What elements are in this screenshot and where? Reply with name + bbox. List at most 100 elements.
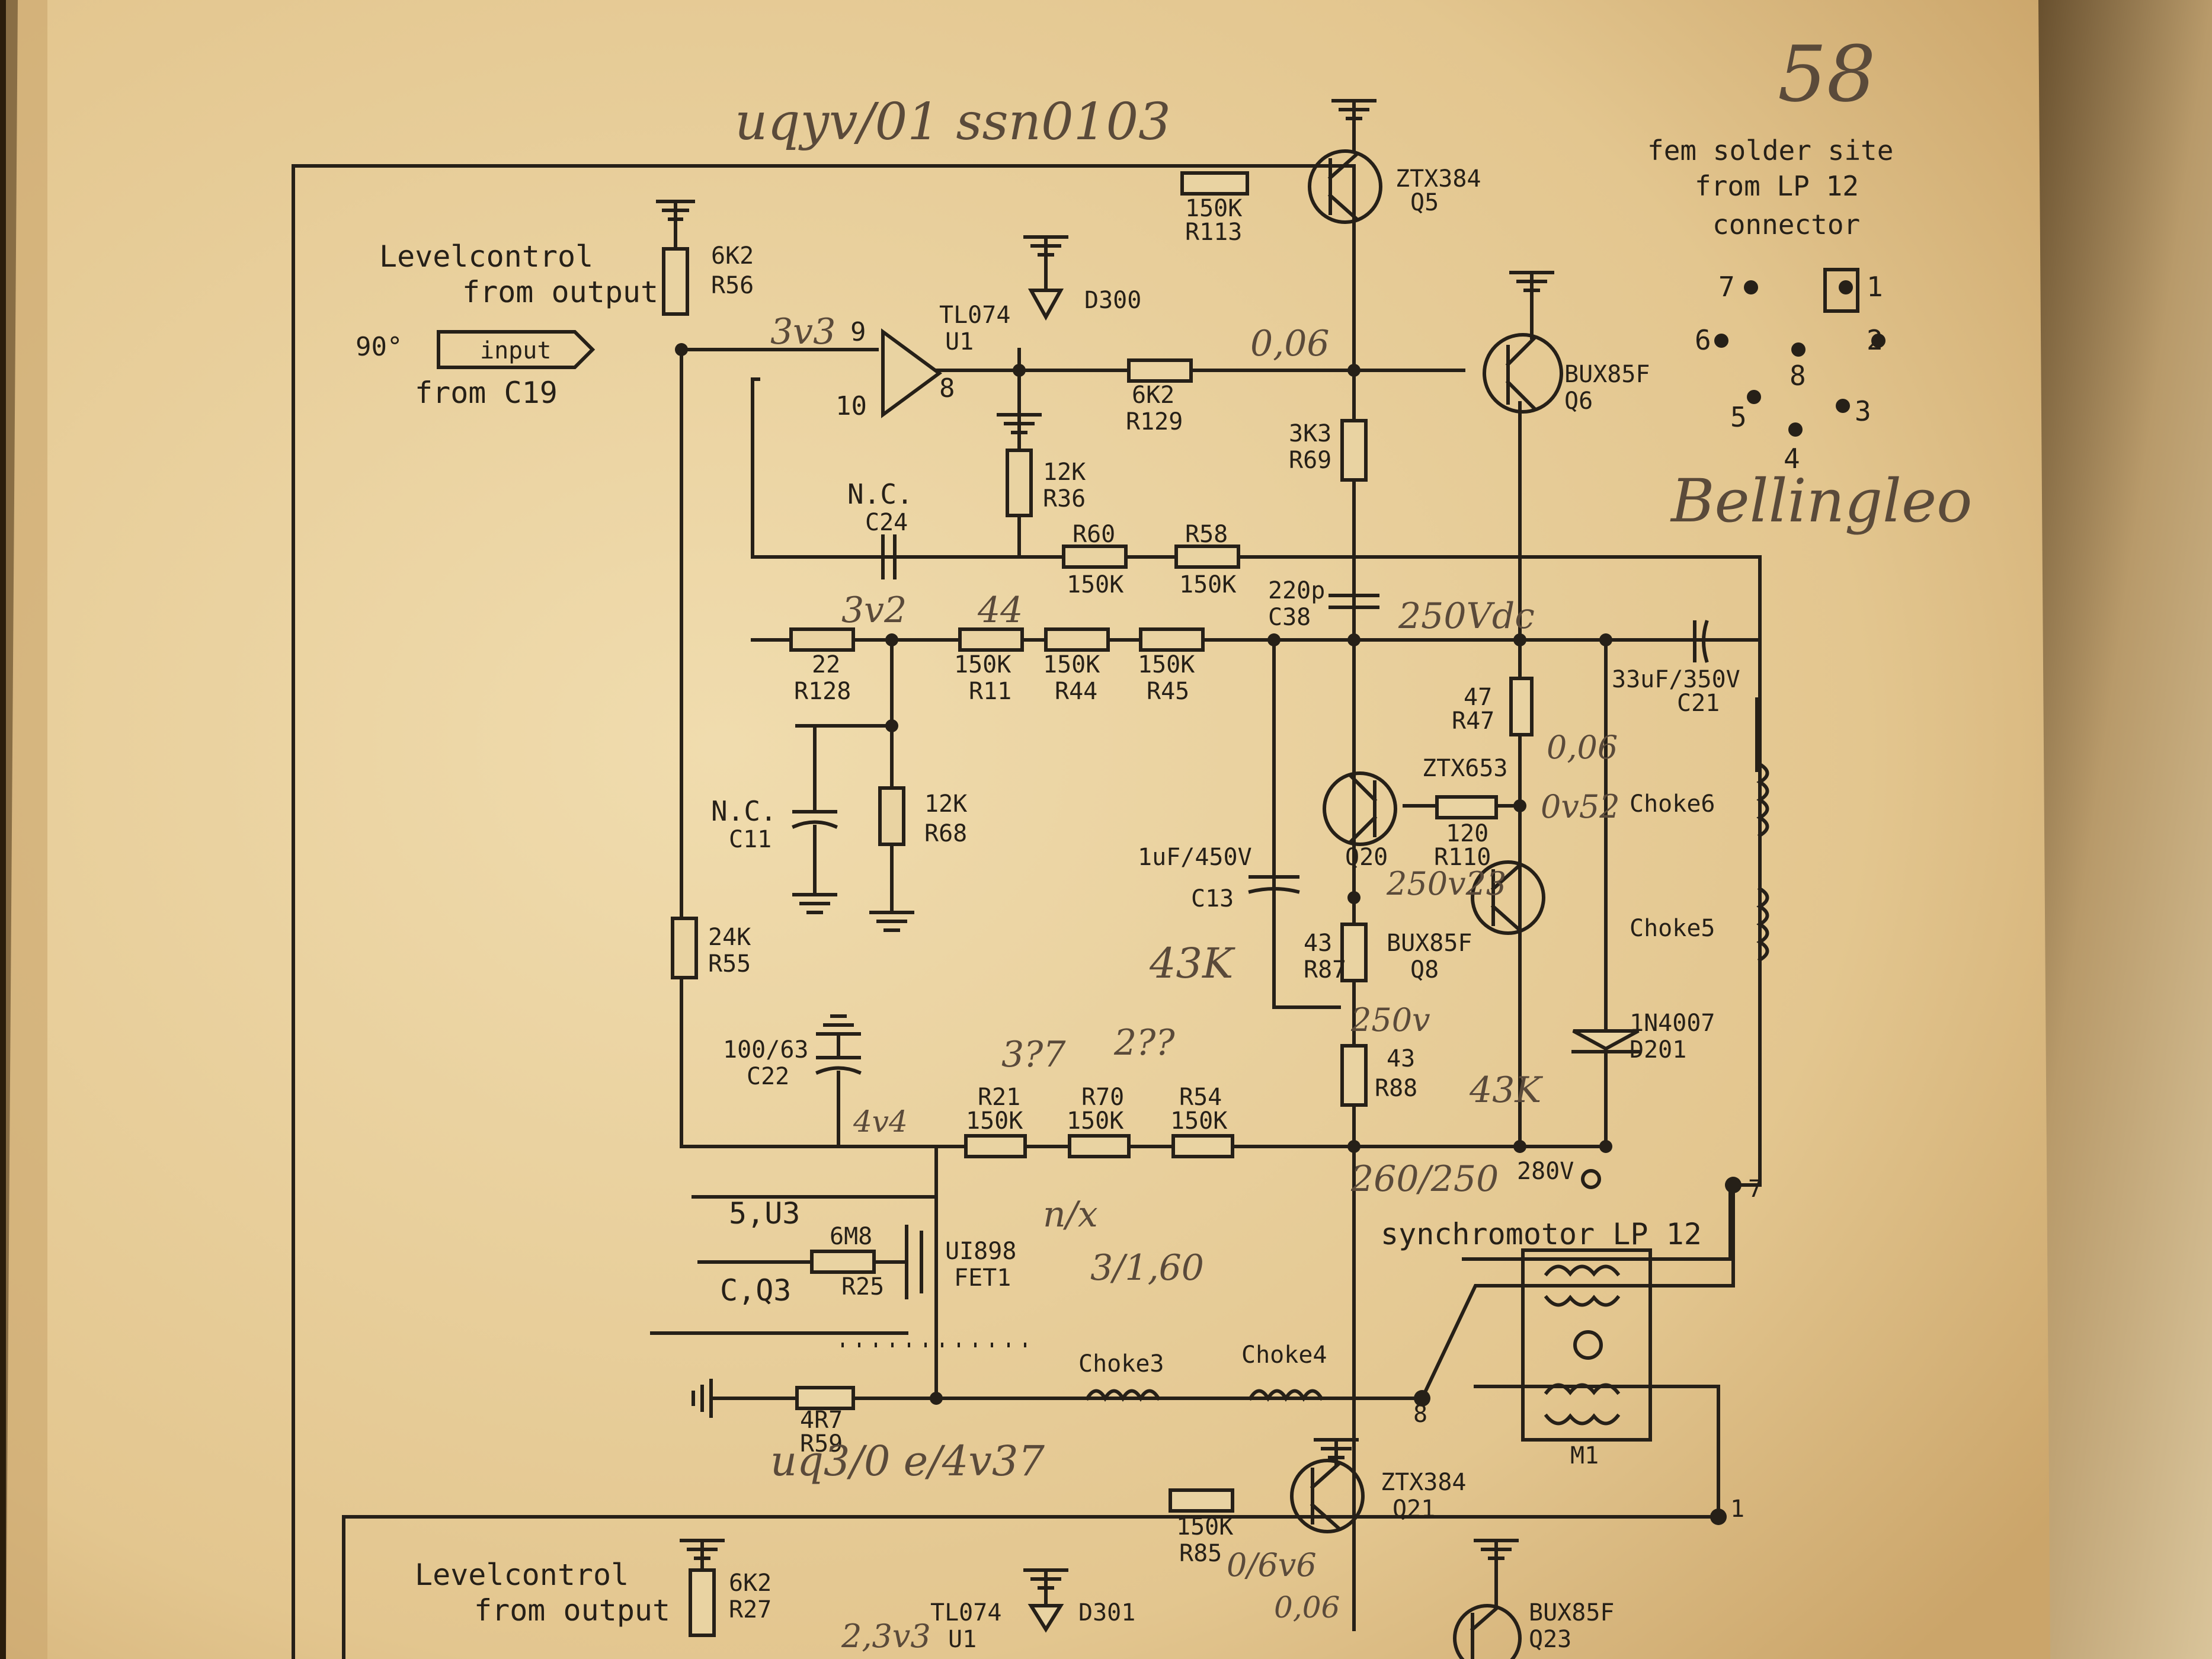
r56-ref: R56 — [711, 272, 754, 299]
resistor-r85 — [1169, 1488, 1234, 1513]
fet-fet1 — [905, 1225, 923, 1299]
resistor-r113 — [1180, 171, 1249, 196]
r44-ref: R44 — [1055, 678, 1097, 705]
paper-edge-shadow — [6, 0, 47, 1659]
note-r47-voltage: 0,06 — [1547, 729, 1618, 766]
r54-ref: R54 — [1179, 1084, 1222, 1111]
connector-title-1: from LP 12 — [1695, 170, 1859, 202]
connector-pin-dot-5 — [1747, 390, 1761, 404]
c11-ref: C11 — [729, 826, 772, 853]
r70-value: 150K — [1067, 1107, 1123, 1135]
r85-ref: R85 — [1179, 1540, 1222, 1567]
c22-ref: C22 — [747, 1063, 789, 1090]
r69-ref: R69 — [1289, 447, 1331, 474]
note-q8-voltage: 250v23 — [1386, 865, 1506, 902]
c38-ref: C38 — [1268, 604, 1311, 631]
connector-pin-dot-3 — [1836, 399, 1850, 413]
terminal-280v[interactable] — [1581, 1169, 1601, 1189]
note-q21-voltage: 0/6v6 — [1227, 1546, 1317, 1584]
resistor-r21 — [964, 1134, 1027, 1158]
connector-pin-dot-4 — [1788, 422, 1803, 437]
r70-ref: R70 — [1081, 1084, 1124, 1111]
d201-type: 1N4007 — [1630, 1010, 1715, 1037]
input-tag-label: input — [480, 337, 551, 364]
capacitor-c13 — [1248, 875, 1300, 894]
note-r128-voltage: 3v2 — [841, 590, 907, 631]
r60-ref: R60 — [1073, 521, 1115, 548]
motor-winding-b — [1544, 1264, 1621, 1307]
r36-value: 12K — [1043, 459, 1086, 486]
r110-ref: R110 — [1434, 844, 1491, 871]
note-r88-voltage: 250v — [1350, 1001, 1430, 1039]
c13-ref: C13 — [1191, 885, 1234, 912]
motor-m1 — [1521, 1248, 1652, 1442]
r56-value: 6K2 — [711, 242, 754, 270]
r47-value: 47 — [1464, 684, 1492, 711]
resistor-r11 — [958, 627, 1024, 652]
c24-value: N.C. — [847, 478, 913, 510]
note-r87-resistance: 43K — [1149, 939, 1235, 988]
transistor-q20 — [1323, 771, 1397, 846]
inductor-choke3 — [1084, 1389, 1161, 1402]
c22-value: 100/63 — [723, 1036, 809, 1064]
resistor-r36 — [1006, 449, 1033, 517]
connector-pin-dot-7 — [1744, 280, 1758, 294]
resistor-r55 — [671, 917, 698, 979]
d300-ref: D300 — [1084, 287, 1141, 314]
resistor-r27 — [689, 1568, 716, 1637]
r87-ref: R87 — [1304, 956, 1346, 984]
note-r54-voltage: 2?? — [1113, 1022, 1175, 1064]
note-fet-voltage: 3/1,60 — [1090, 1247, 1204, 1289]
phase-label: 90° — [356, 332, 402, 362]
note-c22-voltage: 4v4 — [853, 1104, 908, 1139]
from-output-label: from output — [462, 275, 658, 309]
resistor-r68 — [878, 786, 905, 846]
q21-type: ZTX384 — [1381, 1469, 1467, 1496]
note-r11-voltage: 44 — [977, 590, 1023, 631]
opamp-u1 — [881, 328, 943, 418]
paper-sheet — [6, 0, 2050, 1659]
r129-ref: R129 — [1126, 408, 1183, 435]
resistor-r45 — [1139, 627, 1205, 652]
r25-ref: R25 — [841, 1273, 884, 1301]
capacitor-c24 — [881, 534, 897, 579]
resistor-r129 — [1127, 358, 1193, 383]
brand-note: Bellingleo — [1670, 466, 1972, 536]
inductor-choke5 — [1756, 886, 1769, 963]
connector-pinout: 1 7 2 6 8 3 5 4 — [1695, 268, 1886, 475]
resistor-r59 — [795, 1386, 855, 1410]
connector-pin-dot-2 — [1871, 334, 1886, 348]
r113-ref: R113 — [1185, 219, 1242, 246]
q6-ref: Q6 — [1564, 387, 1593, 415]
resistor-r128 — [789, 627, 855, 652]
top-handwritten-note: uqyv/01 ssn0103 — [735, 92, 1171, 152]
r27-value: 6K2 — [729, 1570, 772, 1597]
resistor-r110 — [1435, 795, 1498, 819]
input-connector[interactable] — [437, 330, 596, 369]
connector-pin-6: 6 — [1695, 324, 1711, 356]
q8-type: BUX85F — [1387, 930, 1472, 957]
note-nx: n/x — [1043, 1194, 1098, 1235]
capacitor-c21 — [1693, 620, 1709, 663]
choke4-ref: Choke4 — [1241, 1341, 1327, 1369]
ground-r68 — [869, 911, 914, 932]
pin7-label: 7 — [1748, 1176, 1762, 1203]
connector-pin-4: 4 — [1784, 443, 1800, 475]
r58-ref: R58 — [1185, 521, 1228, 548]
levelcontrol-label: Levelcontrol — [379, 239, 593, 274]
terminal-280v-label: 280V — [1517, 1158, 1574, 1185]
r87-value: 43 — [1304, 930, 1332, 957]
resistor-r47 — [1509, 677, 1534, 736]
note-r88-resistance: 43K — [1469, 1069, 1543, 1111]
r59-ref: R59 — [800, 1430, 843, 1458]
ground-r27 — [680, 1539, 725, 1572]
r110-value: 120 — [1446, 820, 1488, 847]
choke5-ref: Choke5 — [1630, 915, 1715, 942]
ground-r59 — [692, 1379, 713, 1418]
r59-value: 4R7 — [800, 1407, 843, 1434]
r128-ref: R128 — [794, 678, 851, 705]
r113-value: 150K — [1185, 195, 1242, 222]
r45-value: 150K — [1138, 651, 1195, 678]
note-r85-voltage: 0,06 — [1274, 1590, 1340, 1625]
